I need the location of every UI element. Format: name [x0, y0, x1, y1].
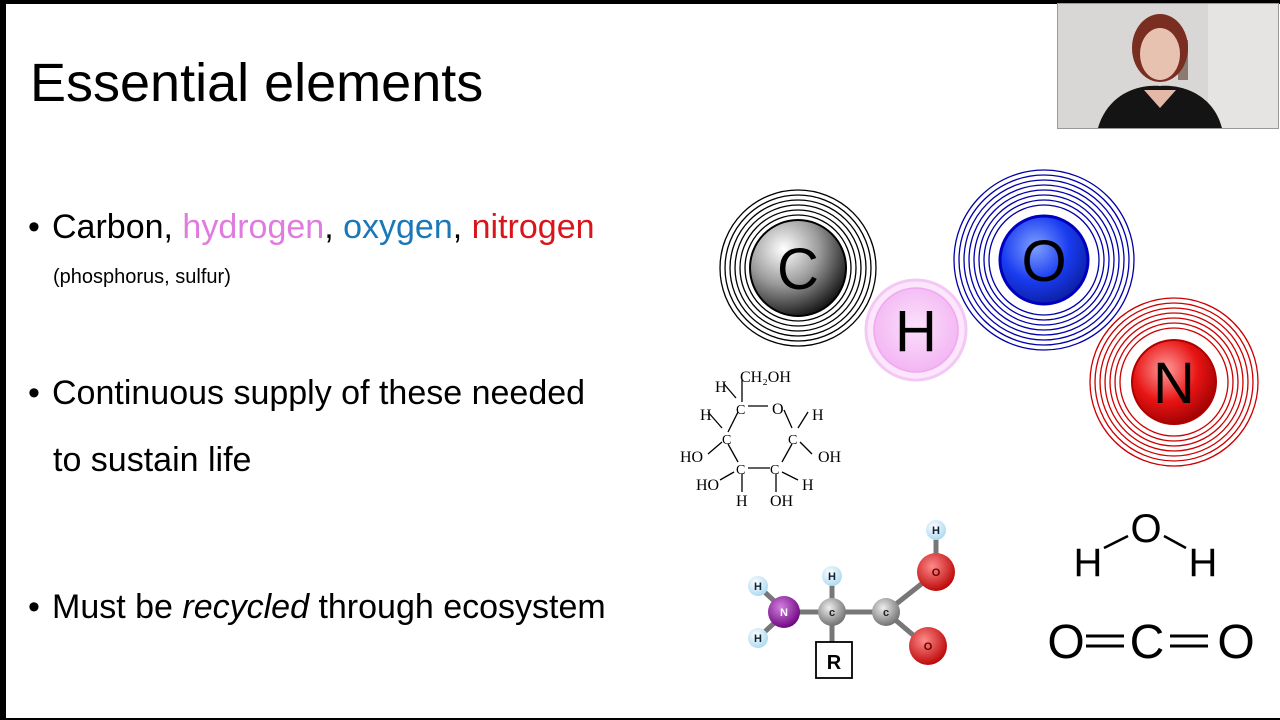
glucose-c5: C [770, 463, 779, 478]
hydrogen-symbol: H [895, 299, 937, 364]
text-hydrogen: hydrogen [182, 208, 325, 246]
water-h-right: H [1189, 541, 1218, 582]
bullet-dot: • [28, 208, 40, 246]
emphasis-text: recycled [182, 588, 309, 626]
hydrogen-atom [864, 278, 968, 382]
amino-o-label: O [932, 567, 941, 579]
bullet-continuous-supply: • Continuous supply of these needed [28, 374, 585, 413]
amino-n-label: N [780, 607, 788, 619]
glucose-oh: OH [770, 493, 794, 510]
amino-h-label: H [932, 525, 940, 537]
presenter-silhouette [1058, 4, 1278, 128]
glucose-h: H [812, 407, 824, 424]
glucose-h: H [736, 493, 748, 510]
bullet-text: Must be [52, 588, 183, 626]
text-carbon: Carbon, [52, 208, 183, 246]
nitrogen-ball [768, 596, 800, 628]
carbon-ball [872, 598, 900, 626]
text-nitrogen: nitrogen [471, 208, 595, 246]
oxygen-ball [917, 553, 955, 591]
oxygen-atom [953, 169, 1135, 351]
bullet-dot: • [28, 374, 40, 412]
presenter-video[interactable] [1057, 3, 1279, 129]
amino-h-label: H [828, 571, 836, 583]
carbon-ball [818, 598, 846, 626]
amino-o-label: O [924, 641, 933, 653]
text-separator: , [324, 208, 344, 246]
glucose-ho: HO [680, 449, 703, 466]
carbon-atom [719, 189, 877, 347]
glucose-c2: C [722, 433, 731, 448]
atom-diagram: C H O N [719, 169, 1259, 467]
co2-c: C [1130, 616, 1165, 669]
text-separator: , [452, 208, 472, 246]
nitrogen-atom [1089, 297, 1259, 467]
bullet-text: through ecosystem [309, 588, 606, 626]
glucose-h: H [802, 477, 814, 494]
co2-o-right: O [1217, 616, 1254, 669]
glucose-c3: C [788, 433, 797, 448]
nitrogen-symbol: N [1153, 351, 1195, 416]
water-o: O [1130, 507, 1161, 551]
amino-c-label: c [883, 607, 889, 619]
hydrogen-ball [748, 628, 768, 648]
hydrogen-ball [748, 576, 768, 596]
bullet-continuation: to sustain life [53, 441, 252, 479]
r-group-label: R [827, 652, 842, 674]
water-h-left: H [1074, 541, 1103, 582]
glucose-structure: CH₂OH H C O H H C C HO OH C C HO H H OH [680, 369, 842, 510]
amino-c-label: c [829, 607, 835, 619]
amino-h-label: H [754, 581, 762, 593]
carbon-symbol: C [777, 237, 819, 302]
text-oxygen: oxygen [343, 208, 453, 246]
glucose-h: H [715, 379, 727, 396]
glucose-ch2oh: CH₂OH [740, 369, 791, 386]
glucose-c1: C [736, 403, 745, 418]
amino-acid-model: H H H H N c c O O R [748, 520, 955, 679]
carbon-dioxide-molecule: O C O [1047, 616, 1254, 669]
r-group-box [815, 641, 853, 679]
slide-title: Essential elements [30, 53, 484, 113]
amino-h-label: H [754, 633, 762, 645]
co2-o-left: O [1047, 616, 1084, 669]
bullet-text: Continuous supply of these needed [52, 374, 586, 412]
hydrogen-ball [926, 520, 946, 540]
glucose-c4: C [736, 463, 745, 478]
glucose-ho: HO [696, 477, 719, 494]
oxygen-ball [909, 627, 947, 665]
bullet-recycled: • Must be recycled through ecosystem [28, 588, 606, 627]
water-molecule: H O H [1074, 507, 1218, 582]
bullet-subnote: (phosphorus, sulfur) [53, 266, 231, 288]
bullet-dot: • [28, 588, 40, 626]
glucose-ring-o: O [772, 401, 784, 418]
hydrogen-ball [822, 566, 842, 586]
glucose-oh: OH [818, 449, 842, 466]
glucose-h: H [700, 407, 712, 424]
bullet-elements: • Carbon, hydrogen, oxygen, nitrogen [28, 208, 595, 247]
oxygen-symbol: O [1021, 229, 1066, 294]
